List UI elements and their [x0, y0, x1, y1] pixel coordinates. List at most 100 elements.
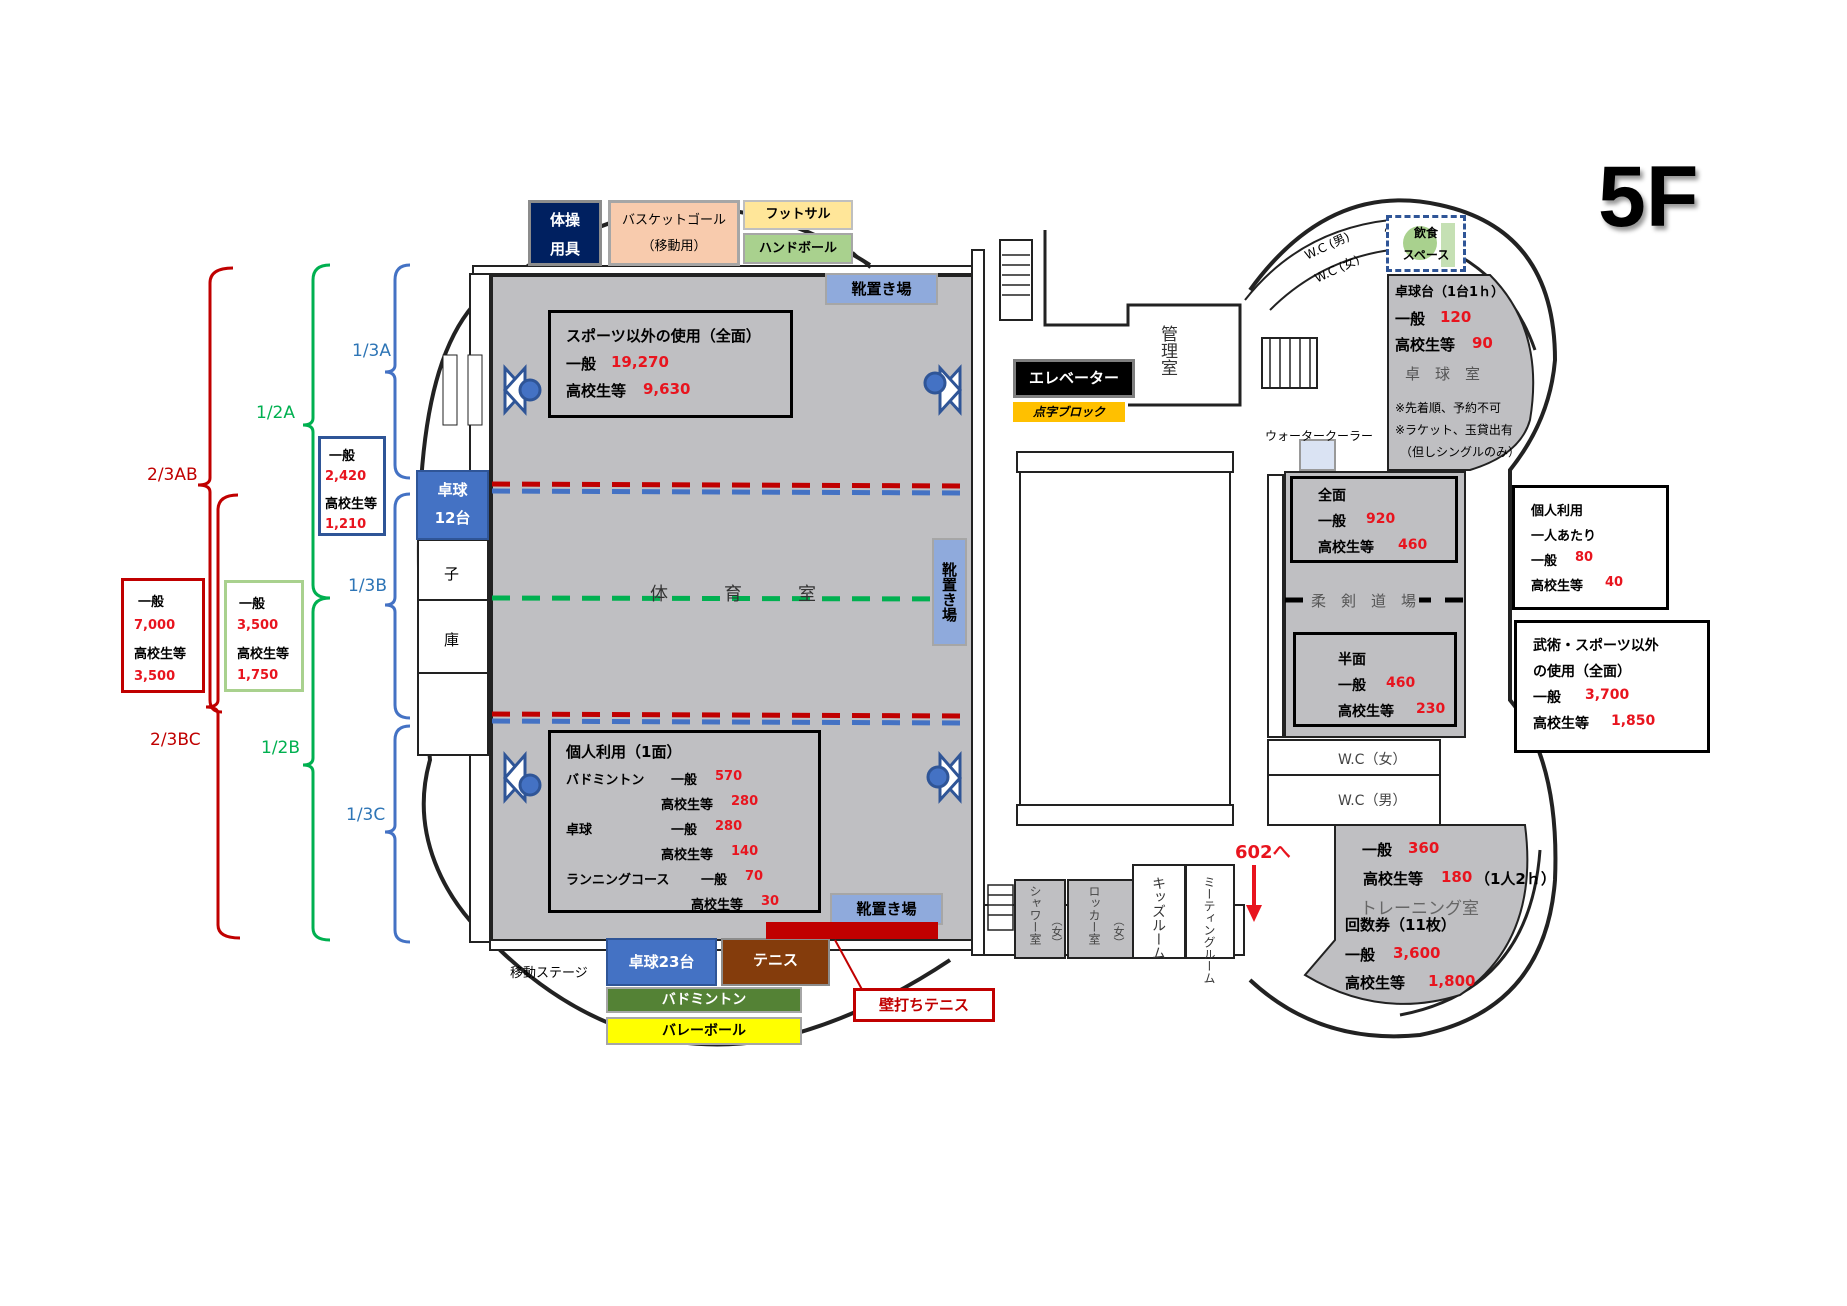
moving-stage-label: 移動ステージ: [510, 966, 588, 981]
office-room[interactable]: 管理室: [1155, 325, 1180, 376]
label-half-a: 1/2A: [256, 403, 295, 423]
personal-sport-name: バドミントン: [566, 773, 645, 788]
dojo-half-price-box: 半面 一般 460 高校生等 230: [1293, 632, 1457, 727]
gym-tools-label-1: 体操: [549, 211, 580, 229]
general-label: 一般: [138, 595, 165, 610]
dojo-full-student-label: 高校生等: [1318, 540, 1374, 556]
meeting-room-label: ミーティングルーム: [1202, 876, 1216, 984]
basket-hoop-icon: [502, 750, 542, 804]
training-coupon-title: 回数券（11枚）: [1345, 916, 1456, 934]
general-price: 7,000: [134, 618, 176, 633]
gym-tools-storage[interactable]: 体操 用具: [528, 200, 602, 266]
shoe-rack-top[interactable]: 靴置き場: [825, 273, 938, 305]
wall-tennis-bar[interactable]: [766, 922, 938, 939]
dojo-personal-line-1: 個人利用: [1531, 504, 1584, 519]
shower-room-label: シャワー室: [1028, 885, 1042, 945]
label-third-b: 1/3B: [348, 576, 388, 596]
eating-space[interactable]: 飲食 スペース: [1386, 215, 1466, 272]
student-price: 1,750: [237, 668, 279, 683]
storage-column: [417, 539, 489, 756]
label-half-b: 1/2B: [261, 738, 301, 758]
personal-rate-label: 一般: [701, 873, 728, 888]
large-hall: [1019, 469, 1231, 816]
staircase-top: [999, 239, 1033, 321]
dojo-half-student-price: 230: [1416, 701, 1446, 717]
to-602-link[interactable]: 602へ: [1235, 842, 1291, 863]
badminton-equipment[interactable]: バドミントン: [606, 987, 802, 1013]
pingpong-12-tables[interactable]: 卓球 12台: [416, 470, 489, 540]
pingpong-note-3: （但しシングルのみ）: [1400, 445, 1521, 459]
dojo-personal-general-price: 80: [1575, 550, 1594, 565]
wc-male-label: W.C（男）: [1338, 793, 1407, 809]
dojo-personal-general-label: 一般: [1531, 554, 1558, 569]
eating-label-1: 飲食: [1413, 226, 1438, 240]
pingpong-student-price: 90: [1472, 334, 1493, 352]
basket-hoop-icon: [926, 750, 963, 804]
wc-male-room: [1267, 774, 1441, 826]
dojo-personal-student-price: 40: [1605, 575, 1624, 590]
nonsport-general-label: 一般: [566, 355, 597, 373]
division-line-bc-red: [491, 711, 973, 719]
dojo-full-price-box: 全面 一般 920 高校生等 460: [1290, 476, 1458, 563]
division-line-ab-blue: [491, 488, 973, 496]
dojo-personal-line-2: 一人あたり: [1531, 529, 1597, 544]
pingpong-student-label: 高校生等: [1395, 336, 1456, 354]
pingpong12-label-2: 12台: [434, 509, 471, 527]
storage-char-2: 庫: [444, 631, 460, 649]
training-coupon-student-price: 1,800: [1428, 972, 1476, 990]
pingpong-23-tables[interactable]: 卓球23台: [606, 938, 717, 986]
office-char-2: 理: [1157, 342, 1177, 359]
elevator[interactable]: エレベーター: [1013, 359, 1135, 398]
dojo-full-title: 全面: [1318, 488, 1346, 504]
tennis-equipment[interactable]: テニス: [721, 938, 830, 986]
gym-name-char-3: 室: [798, 584, 816, 605]
bottom-stairs: [987, 884, 1014, 931]
personal-rate-price: 280: [715, 819, 743, 834]
personal-rate-label: 高校生等: [691, 898, 744, 913]
volleyball-equipment[interactable]: バレーボール: [606, 1017, 802, 1045]
futsal-equipment[interactable]: フットサル: [743, 200, 853, 230]
dojo-full-general-label: 一般: [1318, 514, 1346, 530]
dojo-half-general-price: 460: [1386, 675, 1416, 691]
locker-room: [1067, 879, 1134, 959]
meeting-room: [1185, 864, 1235, 959]
center-wall-top: [1043, 230, 1242, 407]
dojo-personal-student-label: 高校生等: [1531, 579, 1584, 594]
student-price: 3,500: [134, 669, 176, 684]
nonsport-student-price: 9,630: [643, 380, 691, 398]
basketball-goal[interactable]: バスケットゴール （移動用）: [608, 200, 740, 266]
handball-equipment[interactable]: ハンドボール: [743, 233, 853, 264]
price-box-half: 一般 3,500 高校生等 1,750: [224, 580, 304, 692]
pingpong-room-floor: [1387, 274, 1535, 471]
bracket-half-b: [302, 596, 331, 942]
general-price: 2,420: [325, 469, 367, 484]
dojo-personal-price-box: 個人利用 一人あたり 一般 80 高校生等 40: [1512, 485, 1669, 610]
eating-label-2: スペース: [1402, 248, 1450, 262]
personal-rate-price: 30: [761, 894, 780, 909]
pingpong-room-name: 卓 球 室: [1405, 365, 1481, 383]
arrow-down-icon: [1246, 865, 1262, 922]
dojo-nonsport-student-price: 1,850: [1611, 713, 1656, 729]
gym-name-char-1: 体: [650, 584, 668, 605]
personal-rate-price: 280: [731, 794, 759, 809]
general-price: 3,500: [237, 618, 279, 633]
label-twothirds-bc: 2/3BC: [150, 730, 201, 750]
training-per-hour: （1人2ｈ）: [1475, 870, 1556, 888]
dojo-nonsport-general-label: 一般: [1533, 690, 1561, 706]
personal-title: 個人利用（1面）: [566, 743, 682, 761]
dojo-nonsport-general-price: 3,700: [1585, 687, 1630, 703]
shoe-rack-side[interactable]: 靴置き場: [932, 538, 967, 646]
water-cooler-label: ウォータークーラー: [1265, 429, 1374, 443]
training-general-label: 一般: [1362, 841, 1393, 859]
left-stairs: [442, 354, 483, 426]
label-third-a: 1/3A: [352, 341, 391, 361]
dojo-full-general-price: 920: [1366, 511, 1396, 527]
shoe-rack-bottom[interactable]: 靴置き場: [830, 893, 943, 925]
dojo-half-general-label: 一般: [1338, 678, 1366, 694]
bracket-third-b: [384, 492, 411, 720]
personal-rate-price: 140: [731, 844, 759, 859]
pingpong-general-price: 120: [1440, 308, 1472, 326]
student-label: 高校生等: [237, 647, 290, 662]
